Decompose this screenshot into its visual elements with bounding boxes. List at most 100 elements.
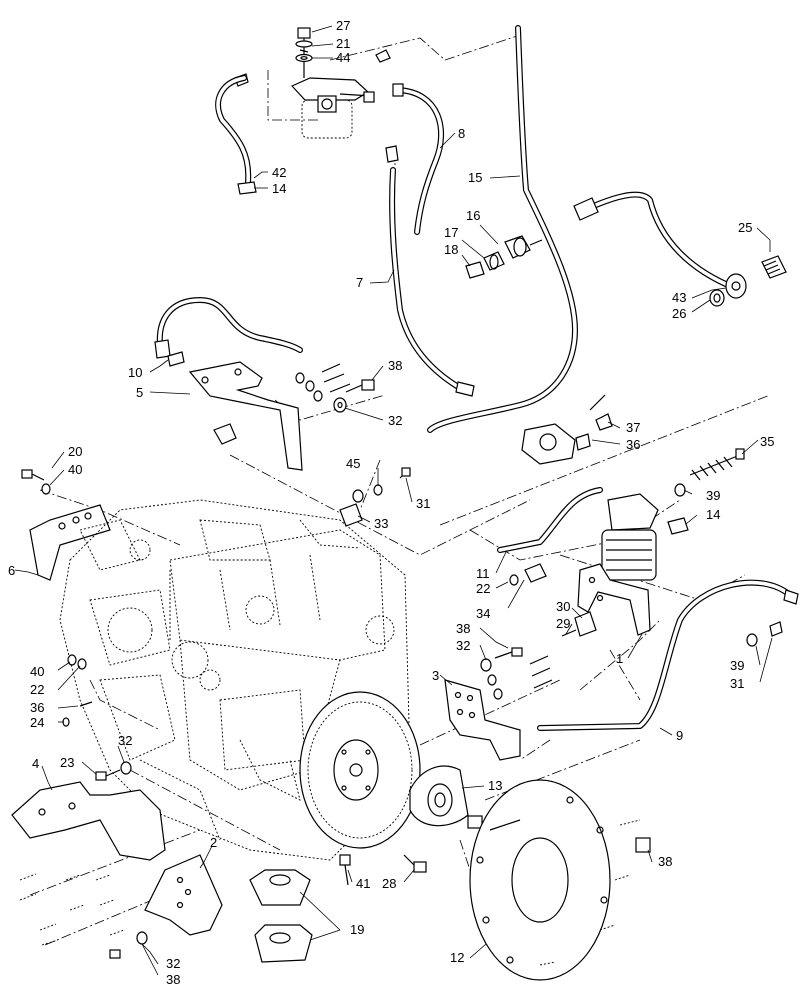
- return-pipe: [573, 191, 738, 291]
- hose-clamp-14: [237, 181, 257, 195]
- callout-36: 36: [30, 700, 44, 715]
- nut-22-upper: [509, 574, 519, 586]
- bracket-33: [339, 467, 411, 527]
- callout-31: 31: [416, 496, 430, 511]
- bolt-28: [403, 854, 427, 873]
- fasteners-left-mid: [62, 654, 93, 727]
- engine-mount-19: [249, 869, 313, 963]
- callout-2: 2: [210, 835, 217, 850]
- callout-43: 43: [672, 290, 686, 305]
- bracket-2: [144, 854, 223, 936]
- washer-44: [295, 53, 313, 63]
- callout-36: 36: [626, 437, 640, 452]
- callout-12: 12: [450, 950, 464, 965]
- callout-27: 27: [336, 18, 350, 33]
- bracket-6: [29, 504, 111, 581]
- callout-labels: 27 21 44 8 42 14 15 16 17 18 25 43 26 7 …: [8, 18, 774, 987]
- callout-22: 22: [30, 682, 44, 697]
- leader-lines: [14, 25, 773, 976]
- callout-26: 26: [672, 306, 686, 321]
- callout-7: 7: [356, 275, 363, 290]
- callout-38: 38: [456, 621, 470, 636]
- clamp-top: [234, 49, 399, 163]
- drive-coupling-13: [409, 765, 483, 829]
- fuel-hose-7: [389, 167, 475, 397]
- callout-40: 40: [30, 664, 44, 679]
- filter-bolt-27: [297, 27, 311, 78]
- stud-35: [689, 448, 745, 481]
- callout-35: 35: [760, 434, 774, 449]
- bolt-23-32: [95, 761, 132, 781]
- callout-39: 39: [706, 488, 720, 503]
- fuel-pipe-11: [497, 487, 603, 553]
- callout-17: 17: [444, 225, 458, 240]
- callout-32: 32: [388, 413, 402, 428]
- bracket-4: [11, 781, 166, 861]
- callout-32: 32: [456, 638, 470, 653]
- callout-34: 34: [476, 606, 490, 621]
- bracket-5: [188, 361, 303, 471]
- callout-24: 24: [30, 715, 44, 730]
- bolt-41: [339, 854, 351, 886]
- callout-5: 5: [136, 385, 143, 400]
- callout-20: 20: [68, 444, 82, 459]
- callout-10: 10: [128, 365, 142, 380]
- callout-37: 37: [626, 420, 640, 435]
- grommet-34: [524, 563, 547, 583]
- fuel-hose-8: [392, 83, 445, 235]
- banjo-bolt-25: [761, 255, 787, 279]
- callout-30: 30: [556, 599, 570, 614]
- washer-39-upper: [674, 483, 686, 497]
- bracket-1: [577, 563, 651, 636]
- bracket-3: [444, 679, 521, 761]
- callout-45: 45: [346, 456, 360, 471]
- adapter-17: [483, 251, 505, 271]
- callout-23: 23: [60, 755, 74, 770]
- fuel-line-10: [154, 297, 303, 367]
- callout-32: 32: [166, 956, 180, 971]
- adapter-plate-12: [469, 779, 611, 981]
- fuel-filter-head: [290, 77, 375, 139]
- callout-29: 29: [556, 616, 570, 631]
- bolt-20-washer-40: [21, 469, 51, 495]
- pin-29-30: [561, 611, 597, 637]
- callout-14: 14: [272, 181, 286, 196]
- callout-11: 11: [476, 566, 490, 581]
- callout-14: 14: [706, 507, 720, 522]
- callout-38: 38: [166, 972, 180, 987]
- callout-18: 18: [444, 242, 458, 257]
- callout-9: 9: [676, 728, 683, 743]
- bolts-38-32-mid: [480, 647, 553, 700]
- fasteners-31-39-right: [746, 621, 783, 647]
- callout-6: 6: [8, 563, 15, 578]
- callout-16: 16: [466, 208, 480, 223]
- fuel-filter-secondary: [601, 493, 689, 581]
- bolt-38-lower-right: [539, 819, 651, 966]
- callout-13: 13: [488, 778, 502, 793]
- callout-19: 19: [350, 922, 364, 937]
- seal-washer-26: [709, 289, 725, 307]
- callout-22: 22: [476, 581, 490, 596]
- callout-21: 21: [336, 36, 350, 51]
- bolts-38-32-upper: [295, 363, 375, 413]
- callout-38: 38: [658, 854, 672, 869]
- fuel-hose-42: [215, 75, 252, 185]
- callout-8: 8: [458, 126, 465, 141]
- callout-32: 32: [118, 733, 132, 748]
- fuel-pipe-9: [537, 579, 799, 731]
- callout-44: 44: [336, 50, 350, 65]
- callout-25: 25: [738, 220, 752, 235]
- engine-block: [59, 499, 411, 861]
- callout-42: 42: [272, 165, 286, 180]
- callout-40: 40: [68, 462, 82, 477]
- callout-15: 15: [468, 170, 482, 185]
- callout-38: 38: [388, 358, 402, 373]
- callout-39: 39: [730, 658, 744, 673]
- fitting-18: [465, 261, 485, 279]
- callout-4: 4: [32, 756, 39, 771]
- sender-16: [504, 235, 543, 259]
- callout-28: 28: [382, 876, 396, 891]
- flywheel: [299, 691, 421, 849]
- callout-41: 41: [356, 876, 370, 891]
